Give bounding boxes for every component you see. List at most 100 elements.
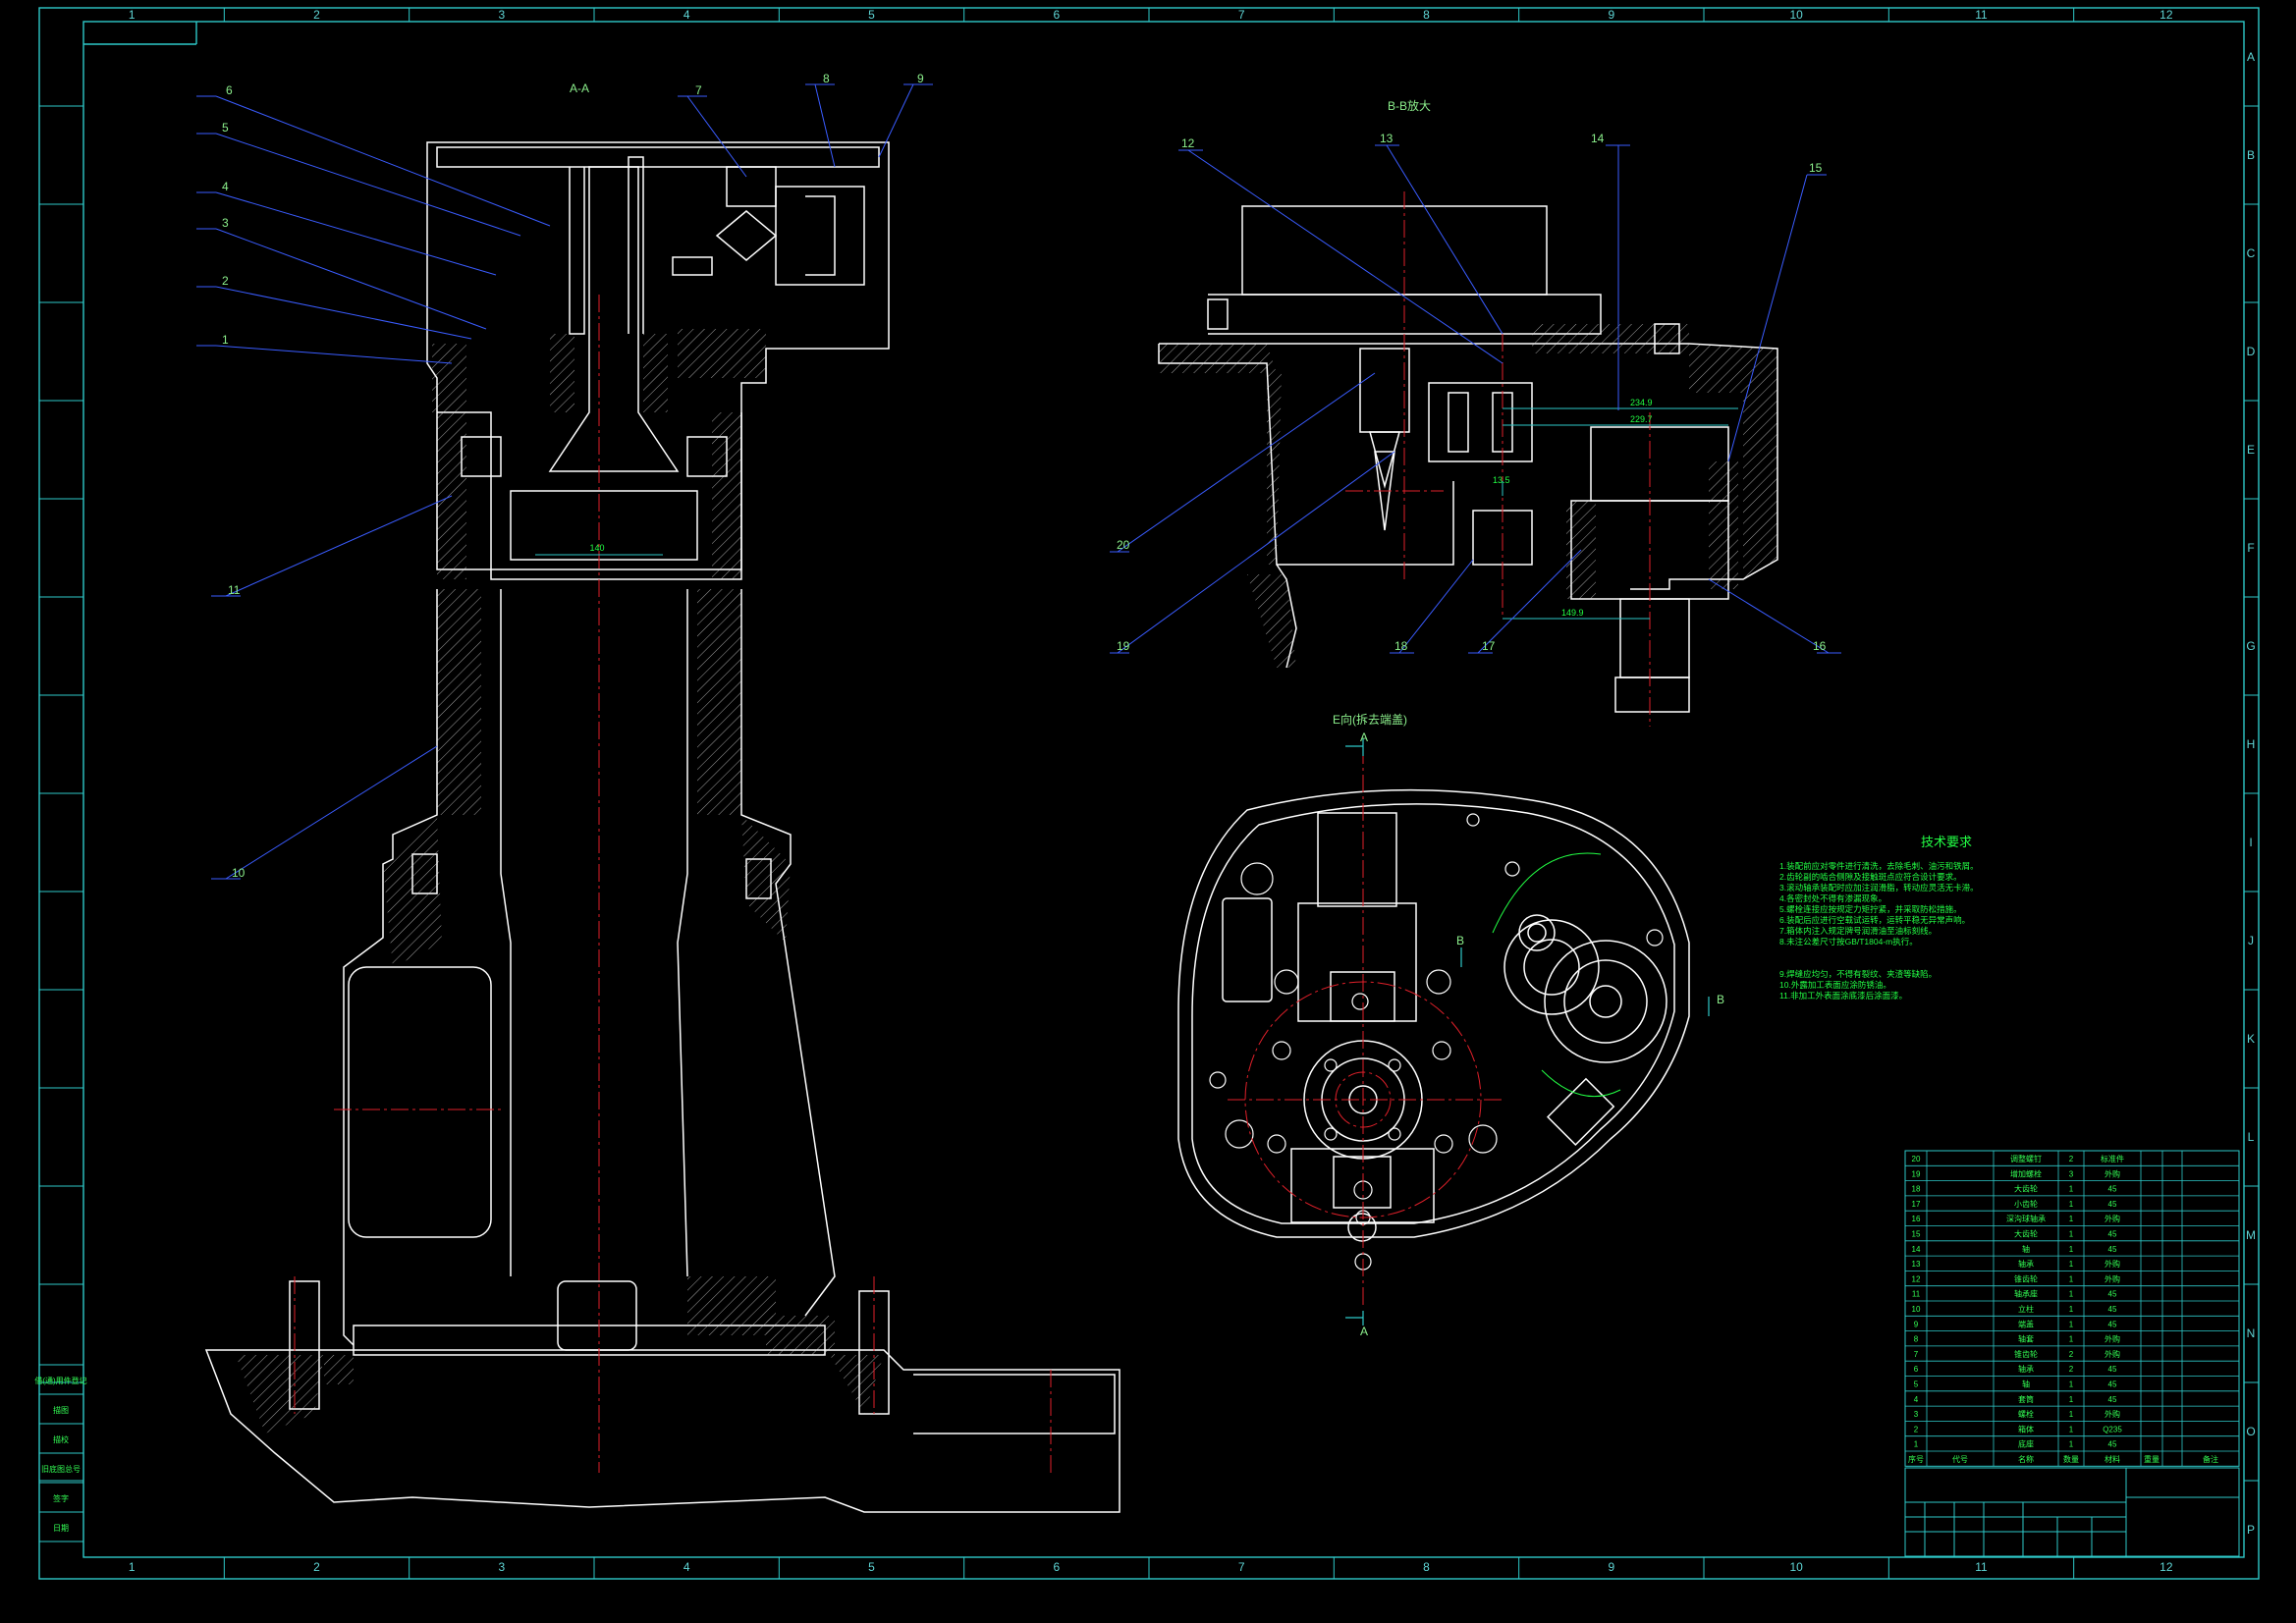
balloon-left: 6 <box>226 83 233 97</box>
balloon-bb: 18 <box>1394 639 1408 653</box>
bom-cell-name: 大齿轮 <box>2014 1184 2038 1194</box>
side-strip <box>38 1364 84 1542</box>
balloon-left: 4 <box>222 180 229 193</box>
bom-cell-name: 底座 <box>2018 1439 2034 1449</box>
bom-cell-mat: 外购 <box>2105 1349 2120 1359</box>
bom-cell-no: 2 <box>1914 1425 1919 1434</box>
bom-cell-qty: 1 <box>2069 1395 2074 1404</box>
zone-label-right: B <box>2247 148 2255 162</box>
bom-cell-name: 端盖 <box>2018 1319 2034 1328</box>
bom-cell-no: 18 <box>1912 1185 1921 1194</box>
bom-cell-name: 深沟球轴承 <box>2006 1214 2046 1223</box>
bom-cell-qty: 2 <box>2069 1155 2074 1163</box>
view-e-bolt-circle <box>1209 813 1664 1271</box>
zone-label-top: 3 <box>498 8 505 22</box>
balloon-top: 7 <box>695 83 702 97</box>
balloon-bb: 16 <box>1813 639 1827 653</box>
bom-cell-qty: 1 <box>2069 1305 2074 1314</box>
bom-cell-mat: 45 <box>2108 1380 2117 1389</box>
bom-cell-mat: 45 <box>2108 1290 2117 1299</box>
view-e-centerlines <box>1228 746 1503 1306</box>
tech-note-line: 11.非加工外表面涂底漆后涂面漆。 <box>1779 991 1907 1001</box>
dimension-135-text: 13.5 <box>1493 475 1510 485</box>
zone-label-bottom: 5 <box>868 1560 875 1574</box>
bom-cell-qty: 1 <box>2069 1290 2074 1299</box>
marker-a-bottom: A <box>1360 1325 1368 1338</box>
zone-label-top: 1 <box>129 8 136 22</box>
zone-label-top: 10 <box>1789 8 1803 22</box>
section-markers <box>1345 738 1710 1325</box>
bom-header-cell: 序号 <box>1908 1454 1924 1464</box>
bom-cell-qty: 2 <box>2069 1365 2074 1374</box>
tech-note-line: 1.装配前应对零件进行清洗，去除毛刺、油污和铁屑。 <box>1779 861 1979 871</box>
zone-label-right: E <box>2247 443 2255 457</box>
zone-label-right: K <box>2247 1032 2255 1046</box>
bom-cell-mat: 45 <box>2108 1230 2117 1239</box>
tech-note-line: 4.各密封处不得有渗漏现象。 <box>1779 893 1886 903</box>
bom-cell-no: 16 <box>1912 1215 1921 1223</box>
side-strip-text: 签字 <box>53 1493 69 1503</box>
bom-header-cell: 重量 <box>2144 1454 2159 1464</box>
bom-cell-name: 锥齿轮 <box>2014 1349 2038 1359</box>
zone-label-right: A <box>2247 50 2255 64</box>
balloon-left: 1 <box>222 333 229 347</box>
bom-cell-no: 20 <box>1912 1155 1921 1163</box>
bom-cell-name: 套筒 <box>2018 1394 2034 1404</box>
balloon-bb: 15 <box>1809 161 1823 175</box>
bom-cell-no: 1 <box>1914 1440 1919 1449</box>
bom-cell-no: 7 <box>1914 1350 1919 1359</box>
zone-label-top: 8 <box>1423 8 1430 22</box>
marker-b-right: B <box>1717 993 1724 1006</box>
bom-cell-no: 12 <box>1912 1274 1921 1283</box>
bom-cell-name: 增加螺栓 <box>2010 1168 2042 1178</box>
tech-notes: 1.装配前应对零件进行清洗，去除毛刺、油污和铁屑。2.齿轮副的啮合侧隙及接触斑点… <box>1779 861 1979 1001</box>
side-strip-text: 日期 <box>53 1524 69 1533</box>
bom-cell-mat: 45 <box>2108 1395 2117 1404</box>
bom-cell-no: 14 <box>1912 1245 1921 1254</box>
tech-note-line: 2.齿轮副的啮合侧隙及接触斑点应符合设计要求。 <box>1779 872 1962 882</box>
dimension-234-text: 234.9 <box>1630 398 1653 407</box>
bom-cell-mat: 45 <box>2108 1305 2117 1314</box>
bom-cell-mat: 45 <box>2108 1185 2117 1194</box>
balloon-bb: 14 <box>1591 132 1605 145</box>
zone-label-bottom: 10 <box>1789 1560 1803 1574</box>
zone-label-bottom: 2 <box>313 1560 320 1574</box>
bom-cell-no: 5 <box>1914 1380 1919 1389</box>
dimension-149-text: 149.9 <box>1561 608 1584 618</box>
bom-cell-no: 10 <box>1912 1305 1921 1314</box>
zone-label-right: D <box>2247 345 2256 358</box>
bom-cell-mat: 外购 <box>2105 1273 2120 1283</box>
zone-label-top: 2 <box>313 8 320 22</box>
bom-cell-mat: 外购 <box>2105 1334 2120 1344</box>
bom-header-cell: 数量 <box>2063 1454 2079 1464</box>
bom-cell-name: 立柱 <box>2018 1304 2034 1314</box>
balloon-left: 11 <box>228 583 241 597</box>
bom-cell-no: 8 <box>1914 1335 1919 1344</box>
zone-label-bottom: 9 <box>1608 1560 1614 1574</box>
tech-note-line: 7.箱体内注入规定牌号润滑油至油标刻线。 <box>1779 926 1937 936</box>
side-strip-text: 旧底图总号 <box>41 1464 81 1474</box>
view-e-title: E向(拆去端盖) <box>1333 712 1407 727</box>
tech-note-line: 6.装配后应进行空载试运转，运转平稳无异常声响。 <box>1779 915 1970 925</box>
section-bb-centerlines <box>1345 191 1651 727</box>
tech-note-line: 9.焊缝应均匀，不得有裂纹、夹渣等缺陷。 <box>1779 969 1937 979</box>
balloon-left: 10 <box>232 866 246 880</box>
zone-label-bottom: 11 <box>1975 1560 1988 1574</box>
bom-cell-name: 轴承 <box>2018 1259 2034 1269</box>
zone-label-top: 5 <box>868 8 875 22</box>
bom-cell-qty: 1 <box>2069 1440 2074 1449</box>
zone-labels: 112233445566778899101011111212ABCDEFGHIJ… <box>129 8 2256 1574</box>
zone-label-right: N <box>2247 1326 2256 1340</box>
bom-frame <box>1904 1150 2240 1467</box>
zone-label-right: G <box>2246 639 2255 653</box>
section-aa-leaders <box>196 83 933 880</box>
bom-cell-mat: 标准件 <box>2101 1154 2124 1163</box>
zone-label-right: H <box>2247 737 2256 751</box>
bom-cell-name: 调整螺钉 <box>2010 1154 2042 1163</box>
balloon-left: 2 <box>222 274 229 288</box>
bom-cell-mat: 45 <box>2108 1245 2117 1254</box>
zone-label-top: 6 <box>1053 8 1060 22</box>
section-bb-title: B-B放大 <box>1388 98 1431 113</box>
bom-cell-name: 锥齿轮 <box>2014 1273 2038 1283</box>
